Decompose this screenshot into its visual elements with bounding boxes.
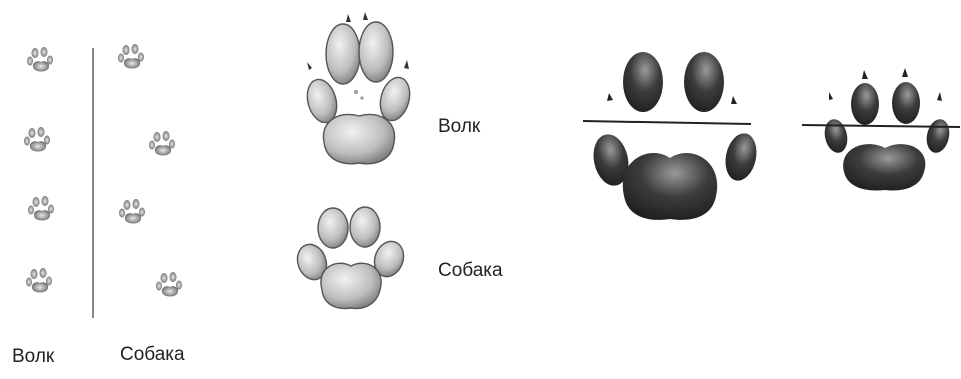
paw-track-icon — [26, 268, 52, 293]
wolf-print-large — [583, 52, 761, 220]
paw-track-icon — [27, 47, 53, 72]
paw-track-icon — [156, 272, 182, 297]
dog-paw-icon — [293, 207, 409, 308]
wolf-track-column — [24, 47, 54, 293]
wolf-paw-icon — [303, 12, 414, 164]
track-label-dog: Собака — [120, 344, 185, 366]
track-label-wolf: Волк — [12, 346, 54, 368]
paw-track-icon — [119, 199, 145, 224]
dog-track-column — [118, 44, 182, 297]
paw-track-icon — [149, 131, 175, 156]
print-label-wolf: Волк — [438, 116, 480, 138]
paw-track-icon — [118, 44, 144, 69]
dog-print-small — [802, 68, 960, 190]
paw-track-icon — [28, 196, 54, 221]
print-label-dog: Собака — [438, 260, 503, 282]
paw-track-icon — [24, 127, 50, 152]
